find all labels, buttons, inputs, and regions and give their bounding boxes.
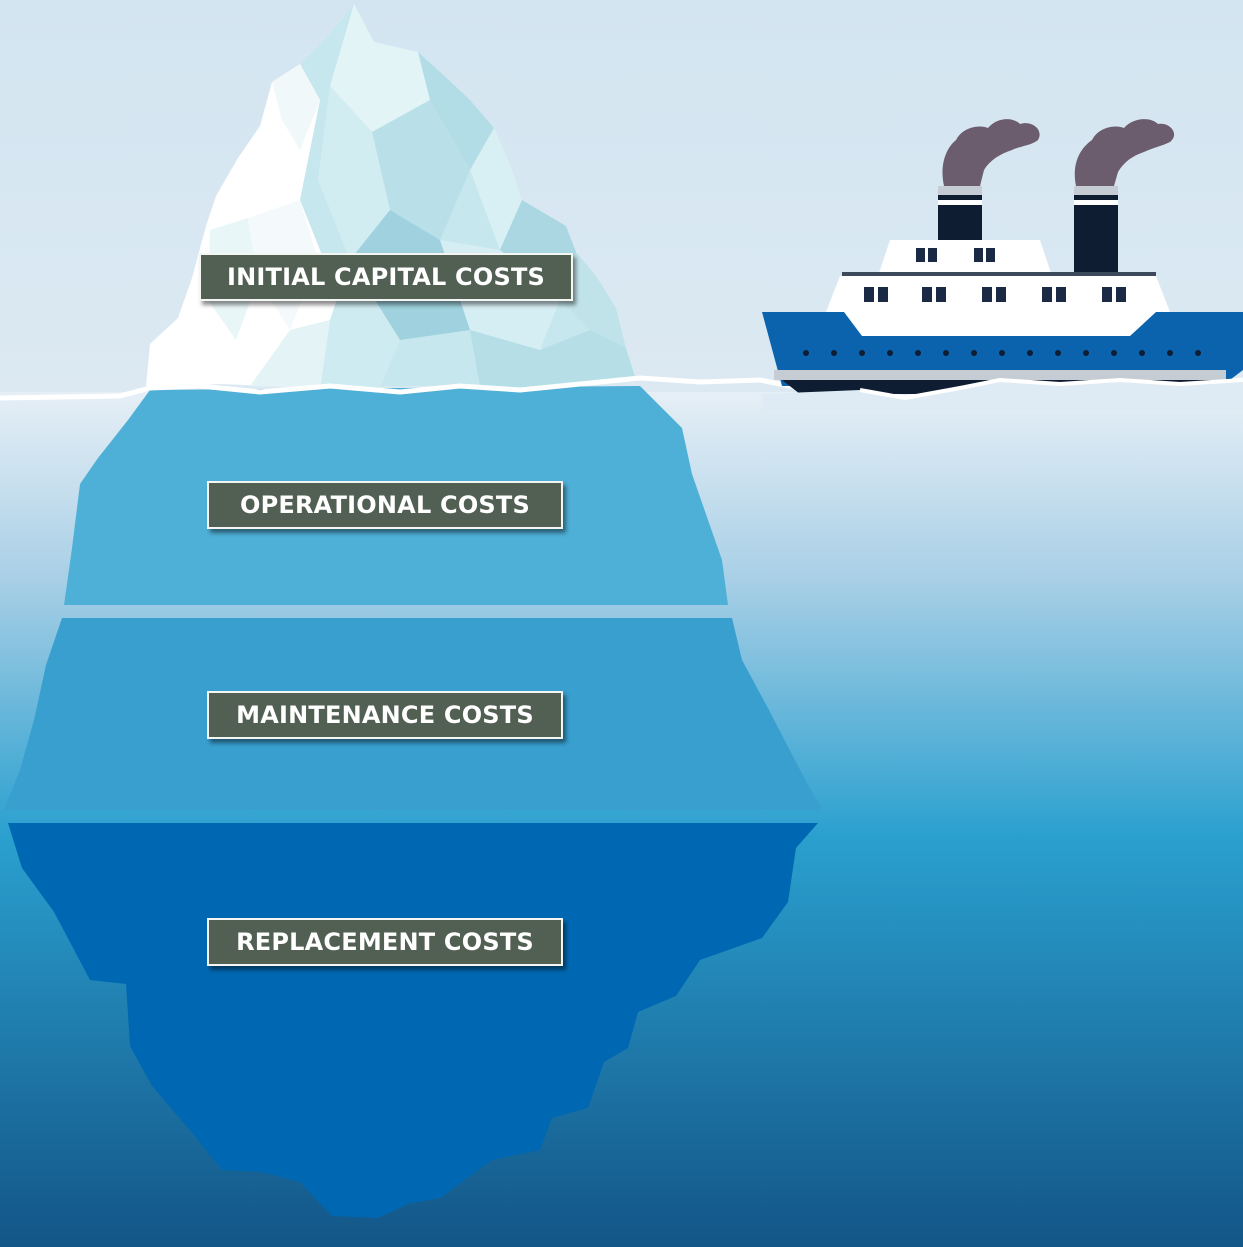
operational-costs-label: OPERATIONAL COSTS	[207, 481, 563, 529]
top-cabin	[878, 240, 1052, 276]
portholes	[803, 350, 1201, 356]
funnel-left	[938, 186, 982, 246]
maintenance-costs-label: MAINTENANCE COSTS	[207, 691, 563, 739]
smoke-plume-left	[942, 119, 1040, 186]
funnel-right	[1074, 186, 1118, 276]
replacement-costs-label: REPLACEMENT COSTS	[207, 918, 563, 966]
initial-capital-costs-label: INITIAL CAPITAL COSTS	[199, 253, 573, 301]
smoke-plume-right	[1074, 119, 1175, 186]
steamship	[762, 119, 1243, 410]
